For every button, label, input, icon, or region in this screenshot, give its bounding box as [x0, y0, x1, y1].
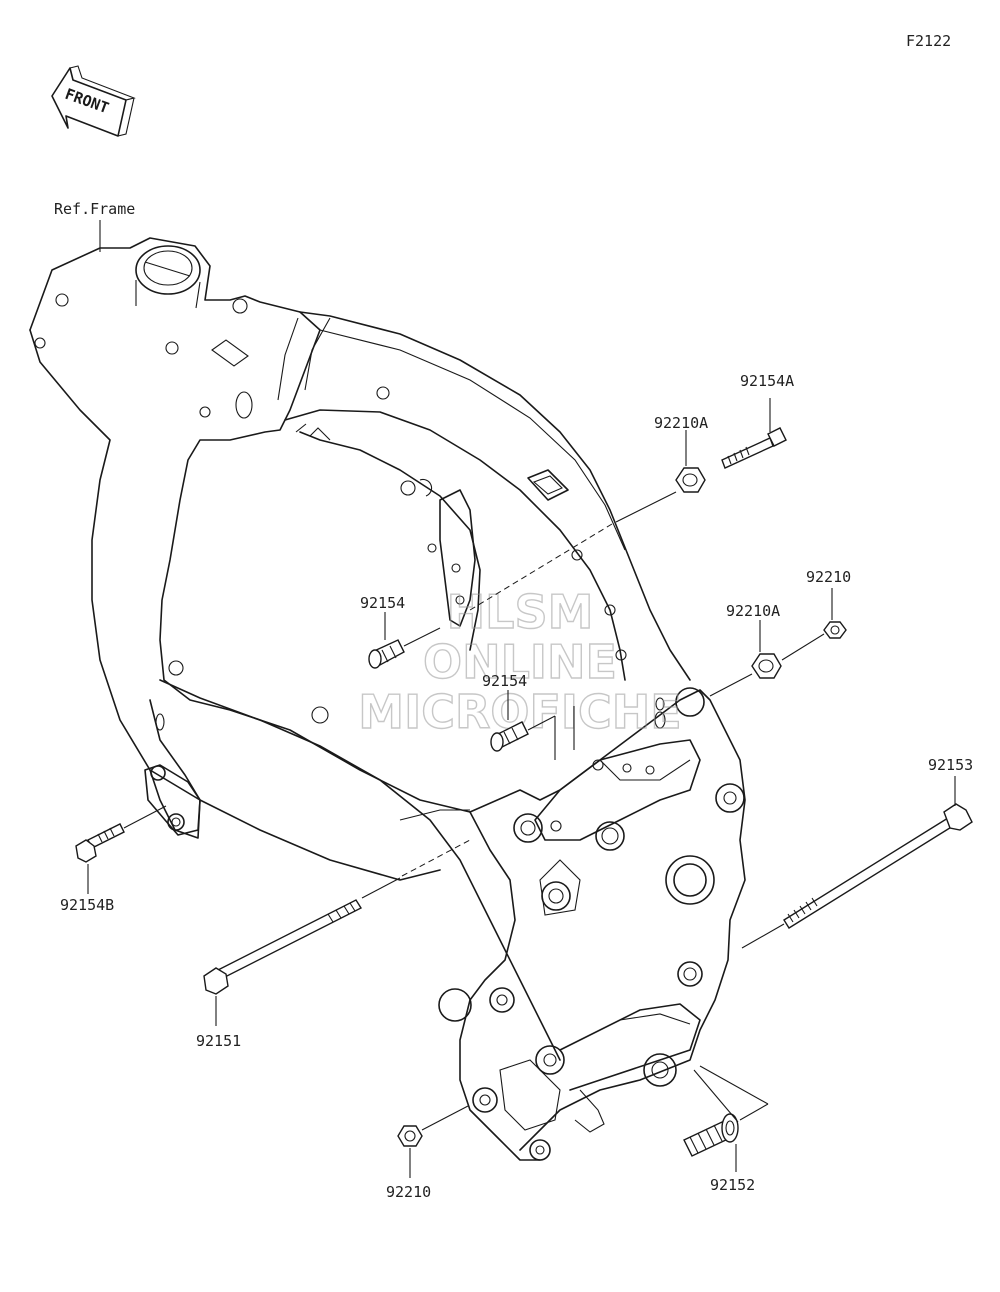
label-92152: 92152 [710, 1176, 755, 1194]
watermark-line-2: ONLINE [423, 635, 617, 689]
bolt-92153 [783, 803, 973, 929]
label-92154-lower: 92154 [482, 672, 527, 690]
bolt-92151 [203, 899, 362, 995]
watermark: HLSM ONLINE MICROFICHE [358, 584, 683, 739]
figure-code: F2122 [906, 32, 951, 50]
label-92154-upper: 92154 [360, 594, 405, 612]
adjuster-92152 [683, 1113, 739, 1157]
bolt-92154B [75, 823, 125, 863]
label-92210A-mid: 92210A [726, 602, 780, 620]
front-label: FRONT [63, 85, 112, 117]
nut-92210A-mid [751, 653, 782, 679]
front-arrow-icon: FRONT [51, 65, 136, 137]
nut-92210-bottom [397, 1125, 423, 1147]
label-92210-bottom: 92210 [386, 1183, 431, 1201]
label-92210-right: 92210 [806, 568, 851, 586]
motorcycle-frame [29, 237, 746, 1161]
collar-92154-upper [368, 639, 405, 669]
nut-92210-right [823, 621, 847, 639]
label-92210A-top: 92210A [654, 414, 708, 432]
collar-92154-lower [490, 721, 529, 752]
label-92151: 92151 [196, 1032, 241, 1050]
label-92154B: 92154B [60, 896, 114, 914]
bolt-92154A [721, 427, 787, 469]
ref-frame-label: Ref.Frame [54, 200, 135, 218]
watermark-line-1: HLSM [447, 585, 594, 639]
label-92153: 92153 [928, 756, 973, 774]
label-92154A: 92154A [740, 372, 794, 390]
nut-92210A-top [675, 467, 706, 493]
